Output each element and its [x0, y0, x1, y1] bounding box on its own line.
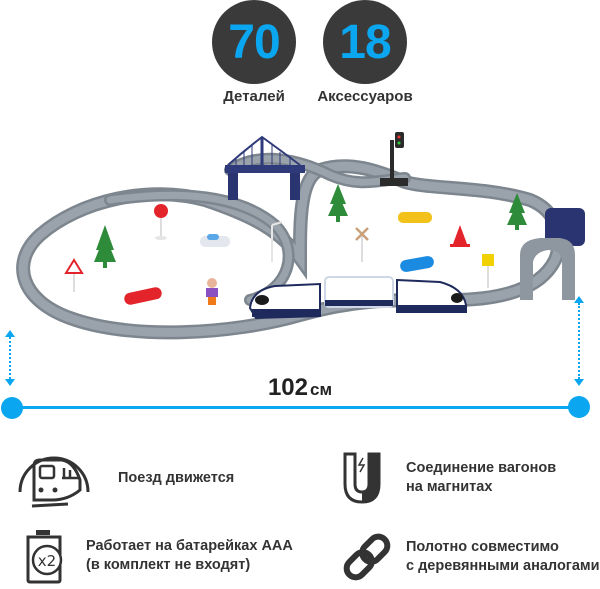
- stat-parts: 70 Деталей: [199, 0, 309, 105]
- signal-light-icon: [380, 132, 408, 186]
- tunnel-icon: [520, 208, 585, 300]
- stat-accessories: 18 Аксессуаров: [310, 0, 420, 105]
- train-icon: [248, 276, 467, 320]
- figurine-icon: [206, 278, 218, 305]
- stat-parts-label: Деталей: [223, 88, 285, 105]
- tunnel-sign-icon: [482, 254, 494, 288]
- cone-icon: [450, 225, 470, 247]
- warning-sign-icon: [64, 258, 84, 292]
- magnet-icon: [338, 452, 386, 504]
- feature-batteries-line1: Работает на батарейках AAA: [86, 538, 293, 554]
- stat-accessories-label: Аксессуаров: [317, 88, 413, 105]
- measure-dot-left: [1, 397, 23, 419]
- car-icon: [124, 212, 434, 305]
- streetlight-icon: [271, 221, 283, 262]
- battery-x2-icon: x2: [24, 528, 66, 584]
- stat-parts-value: 70: [212, 0, 296, 84]
- measure-value: 102: [267, 374, 308, 401]
- railroad-crossing-icon: [355, 227, 369, 262]
- feature-batteries: x2 Работает на батарейках AAA (в комплек…: [24, 528, 293, 584]
- height-arrow-right: [574, 296, 584, 386]
- measure-unit: см: [310, 380, 333, 399]
- train-moving-icon: [10, 440, 96, 510]
- width-measure-line: [10, 406, 580, 409]
- stop-sign-icon: [154, 204, 168, 240]
- stat-accessories-value: 18: [323, 0, 407, 84]
- railway-set-illustration: [0, 120, 600, 350]
- feature-magnet-coupling: Соединение вагонов на магнитах: [338, 452, 556, 504]
- feature-batteries-line2: (в комплект не входят): [86, 557, 251, 573]
- battery-badge: x2: [38, 552, 56, 570]
- height-arrow-left: [5, 330, 15, 386]
- feature-compatible-line2: с деревянными аналогами: [406, 558, 600, 574]
- feature-train-moves-line1: Поезд движется: [118, 469, 235, 486]
- tree-icon: [94, 184, 527, 268]
- feature-magnet-line1: Соединение вагонов: [406, 460, 557, 476]
- feature-compatible-line1: Полотно совместимо: [406, 539, 559, 555]
- feature-magnet-line2: на магнитах: [406, 479, 493, 495]
- feature-wooden-compatible: Полотно совместимо с деревянными аналога…: [340, 530, 600, 584]
- bridge-icon: [225, 135, 305, 200]
- measure-dot-right: [568, 396, 590, 418]
- feature-train-moves: Поезд движется: [10, 440, 234, 510]
- chain-link-icon: [340, 530, 394, 584]
